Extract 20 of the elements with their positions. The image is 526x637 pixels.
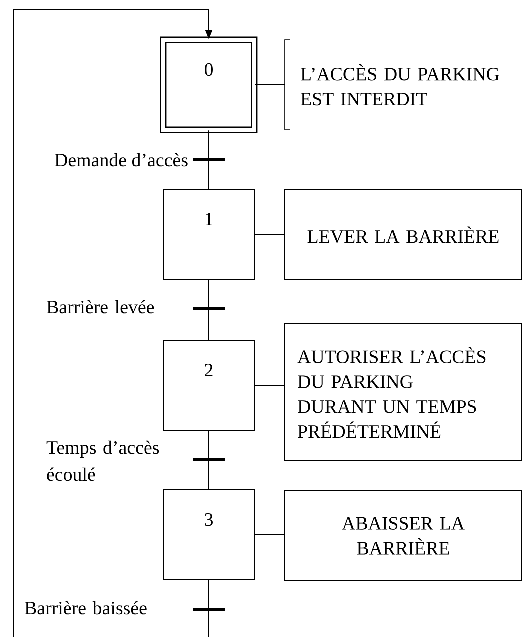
link-line <box>254 534 285 536</box>
link-line <box>14 10 213 637</box>
link-line <box>208 280 210 340</box>
link-line <box>254 234 285 235</box>
transition-label: Barrière baissée <box>25 601 147 615</box>
action-bracket: L’ACCÈS DU PARKING EST INTERDIT <box>284 40 500 130</box>
link-line <box>254 385 285 386</box>
transition-label: Demande d’accès <box>55 153 188 167</box>
link-line <box>208 130 210 190</box>
step-box: 3 <box>163 490 255 580</box>
step-box: 2 <box>163 340 255 431</box>
step-box: 1 <box>163 189 255 280</box>
step-box: 0 <box>160 36 258 134</box>
action-box: AUTORISER L’ACCÈS DU PARKING DURANT UN TEMPS PRÉDÉTERMINÉ <box>284 324 522 462</box>
action-box: LEVER LA BARRIÈRE <box>284 190 522 280</box>
link-line <box>254 84 286 86</box>
link-line <box>208 430 210 490</box>
action-box: ABAISSER LA BARRIÈRE <box>284 490 522 582</box>
transition-label: Barrière levée <box>47 300 154 314</box>
transition-label: Temps d’accès écoulé <box>46 440 160 482</box>
